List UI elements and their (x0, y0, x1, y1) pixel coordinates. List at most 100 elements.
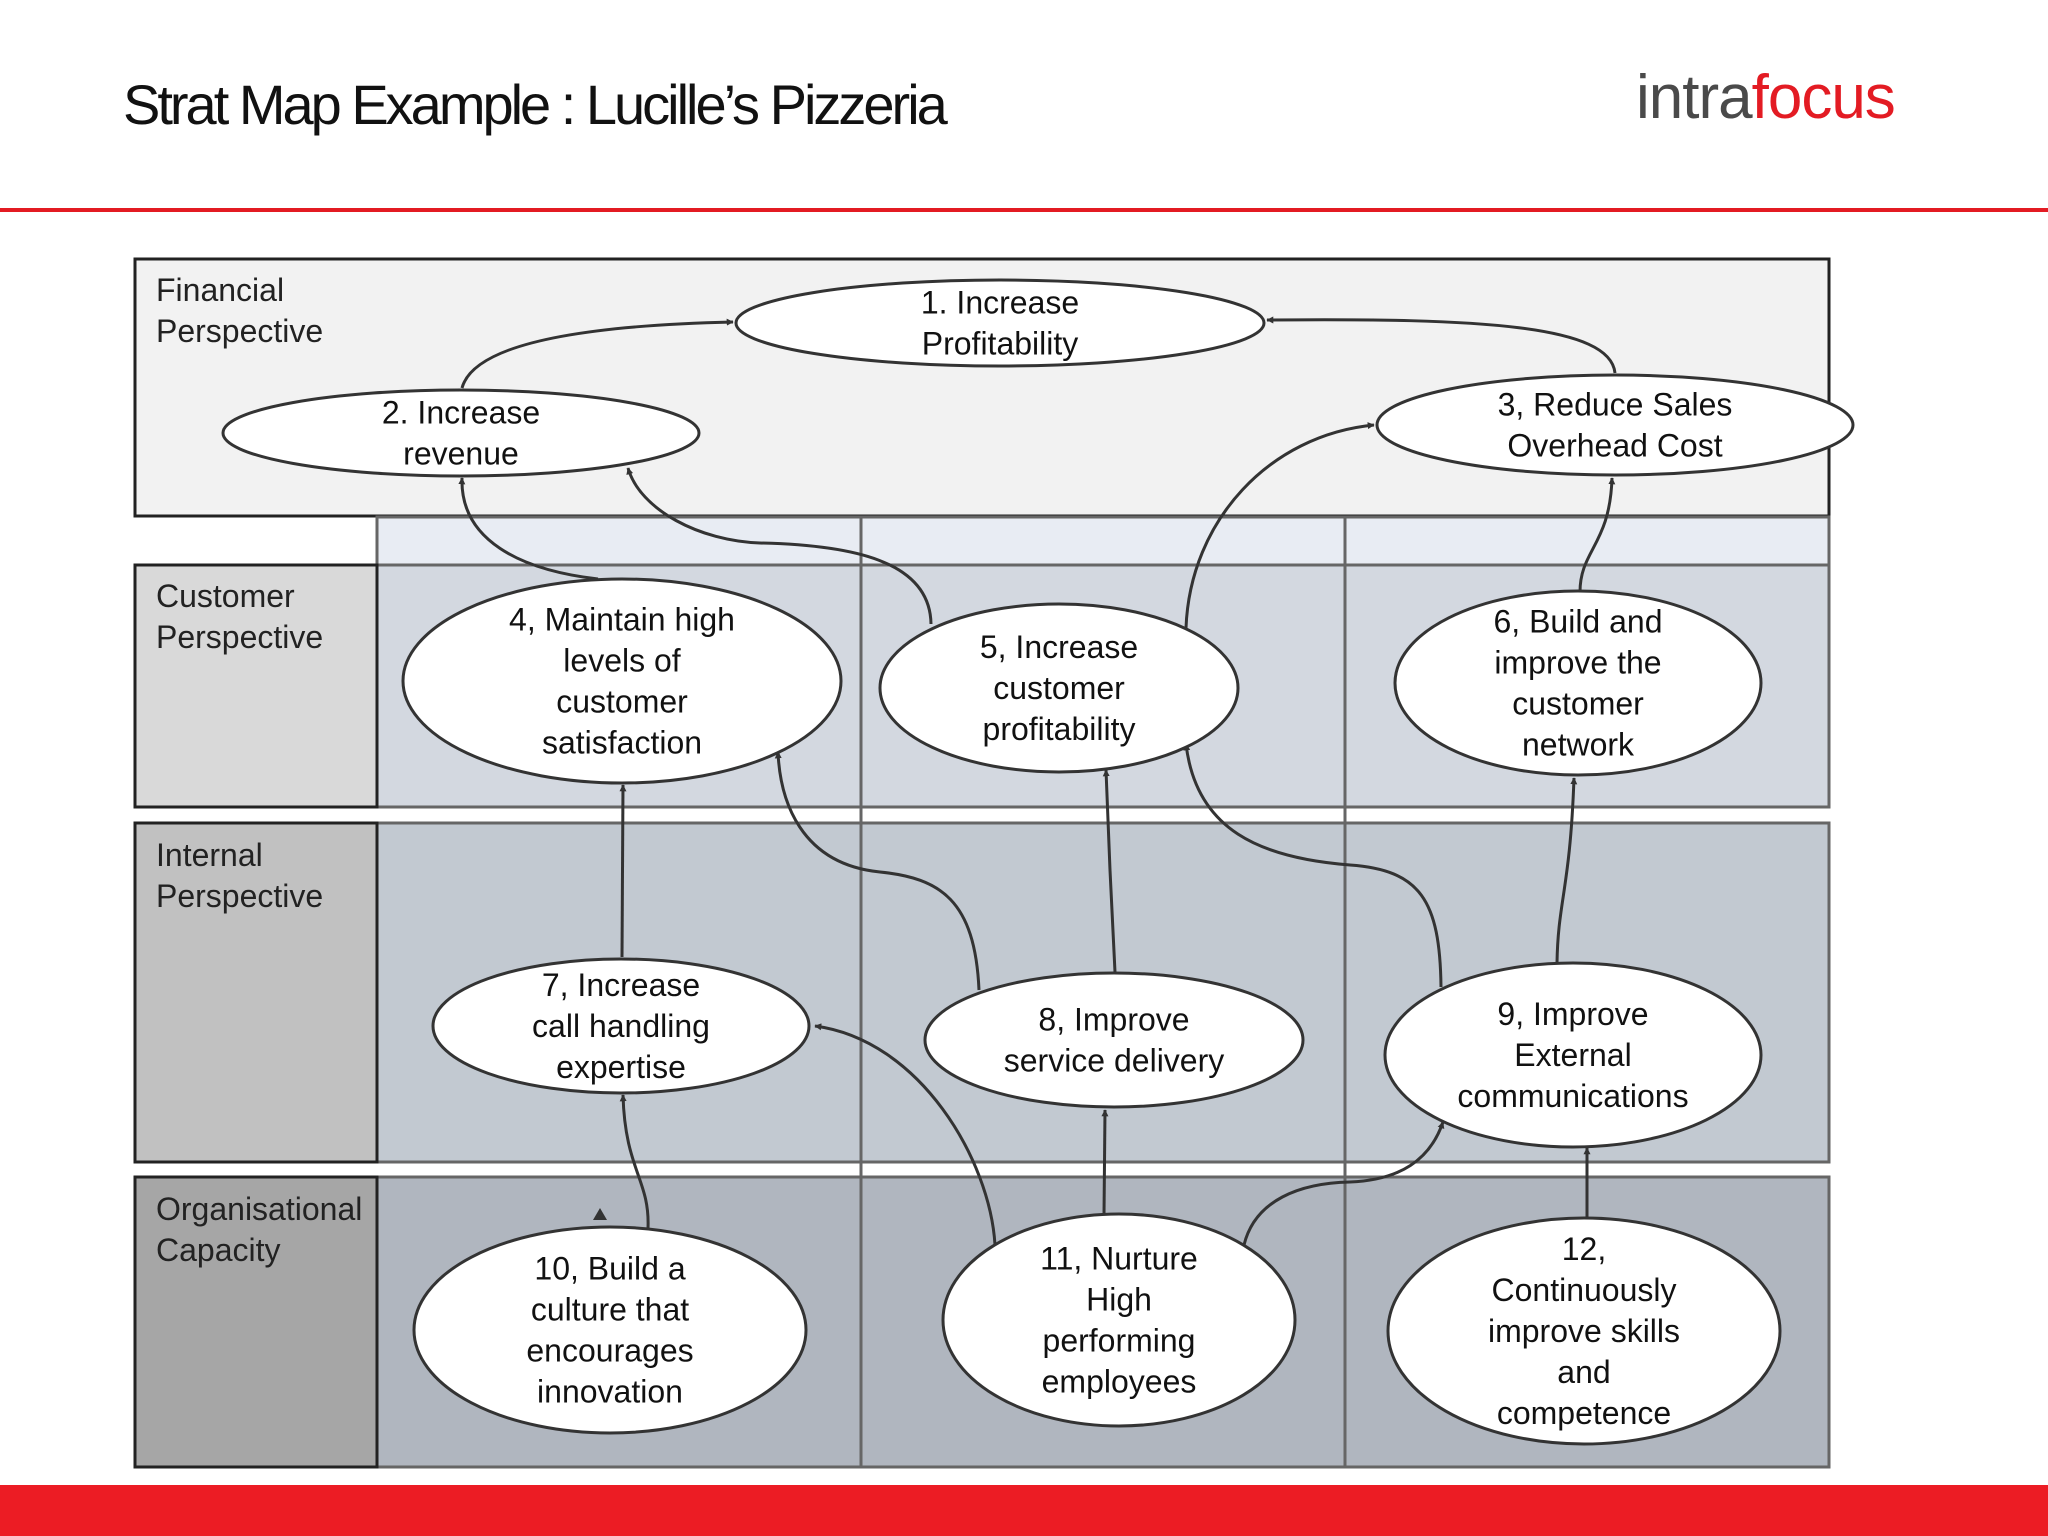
connector-11-to-7 (814, 1023, 997, 1246)
objective-label-line: 5, Increase (980, 629, 1138, 665)
objective-label: 6, Build and improve the customer network (1493, 604, 1662, 763)
connector-4-to-2 (458, 477, 599, 581)
objective-label-line: 4, Maintain high (509, 602, 735, 638)
objective-label-line: 9, Improve (1497, 996, 1648, 1032)
capacity-label-panel (133, 1175, 379, 1469)
objective-ellipse (923, 971, 1305, 1109)
objective-label: 8, Improve service delivery (1004, 1002, 1225, 1079)
objective-ellipse (401, 577, 843, 785)
connector-3-to-1 (1266, 316, 1617, 374)
objective-label-line: customer (1512, 686, 1644, 722)
page-title: Strat Map Example : Lucille’s Pizzeria (123, 73, 948, 136)
objective-ellipse (1375, 373, 1855, 477)
objective-label-line: 6, Build and (1493, 604, 1662, 640)
objective-6: 6, Build and improve the customer network (1393, 589, 1763, 777)
objective-label-line: call handling (532, 1008, 710, 1044)
objective-ellipse (412, 1225, 808, 1435)
footer-bar (0, 1485, 2048, 1536)
connector-11-to-9 (1242, 1121, 1445, 1246)
objective-label-line: network (1522, 727, 1635, 763)
objective-label-line: employees (1042, 1364, 1197, 1400)
objective-label-line: customer (993, 670, 1125, 706)
objective-label-line: communications (1457, 1078, 1688, 1114)
connectors (458, 316, 1617, 1246)
objective-ellipse (1393, 589, 1763, 777)
objective-label-line: competence (1497, 1395, 1671, 1431)
connector-5-to-2 (626, 467, 933, 625)
connector-9-to-6 (1555, 777, 1578, 964)
objective-label-line: 11, Nurture (1040, 1241, 1198, 1277)
objective-label-line: levels of (563, 643, 681, 679)
stray-arrowhead (593, 1208, 607, 1220)
objective-label-line: High (1086, 1282, 1152, 1318)
objective-label-line: Continuously (1492, 1272, 1677, 1308)
objective-8: 8, Improve service delivery (923, 971, 1305, 1109)
objective-label-line: improve the (1494, 645, 1661, 681)
objective-label-line: expertise (556, 1049, 686, 1085)
objective-7: 7, Increase call handling expertise (431, 957, 811, 1095)
objective-ellipse (1383, 961, 1763, 1149)
objective-label-line: 1. Increase (921, 285, 1079, 321)
objective-label-line: 8, Improve (1038, 1002, 1189, 1038)
objective-label-line: performing (1043, 1323, 1196, 1359)
objective-label-line: innovation (537, 1374, 683, 1410)
objective-label-line: customer (556, 684, 688, 720)
objective-label: 4, Maintain high levels of customer satisfa… (509, 602, 735, 761)
connector-5-to-3 (1184, 422, 1375, 629)
customer-label-panel (133, 563, 379, 809)
objective-label-line: culture that (531, 1292, 689, 1328)
connector-11-to-8 (1101, 1109, 1109, 1216)
connector-2-to-1 (460, 318, 734, 389)
objective-label-line: revenue (403, 436, 519, 472)
connector-10-to-7 (619, 1094, 650, 1229)
objective-label-line: Profitability (922, 326, 1079, 362)
objective-2: 2. Increase revenue (221, 388, 701, 478)
objective-label: 10, Build a culture that encourages innovat… (526, 1251, 693, 1410)
connector-7-to-4 (619, 784, 627, 958)
objective-ellipse (941, 1212, 1297, 1428)
objective-label-line: Overhead Cost (1507, 428, 1722, 464)
objective-label-line: 7, Increase (542, 967, 700, 1003)
header-divider (0, 208, 2048, 212)
objective-label-line: improve skills (1488, 1313, 1680, 1349)
objective-label-line: satisfaction (542, 725, 702, 761)
objective-label: 2. Increase revenue (382, 395, 540, 472)
objective-ellipse (878, 602, 1240, 774)
objective-label-line: 10, Build a (534, 1251, 685, 1287)
connector-9-to-5 (1183, 743, 1443, 988)
connector-6-to-3 (1578, 477, 1616, 593)
objective-label-line: 2. Increase (382, 395, 540, 431)
objective-ellipse (1386, 1216, 1782, 1446)
grid-top-strip (375, 515, 1831, 567)
objective-label-line: External (1514, 1037, 1631, 1073)
connector-8-to-5 (1102, 769, 1117, 973)
objective-10: 10, Build a culture that encourages innovat… (412, 1225, 808, 1435)
objective-label: 7, Increase call handling expertise (532, 967, 710, 1085)
intrafocus-logo: intrafocus (1636, 63, 1896, 132)
objective-label-line: service delivery (1004, 1043, 1225, 1079)
objective-ellipse (431, 957, 811, 1095)
objective-4: 4, Maintain high levels of customer satisfa… (401, 577, 843, 785)
objective-ellipse (734, 278, 1266, 368)
objective-label-line: 3, Reduce Sales (1498, 387, 1733, 423)
objective-ellipse (221, 388, 701, 478)
internal-label-panel (133, 821, 379, 1164)
connector-8-to-4 (774, 751, 981, 991)
objective-label-line: encourages (526, 1333, 693, 1369)
